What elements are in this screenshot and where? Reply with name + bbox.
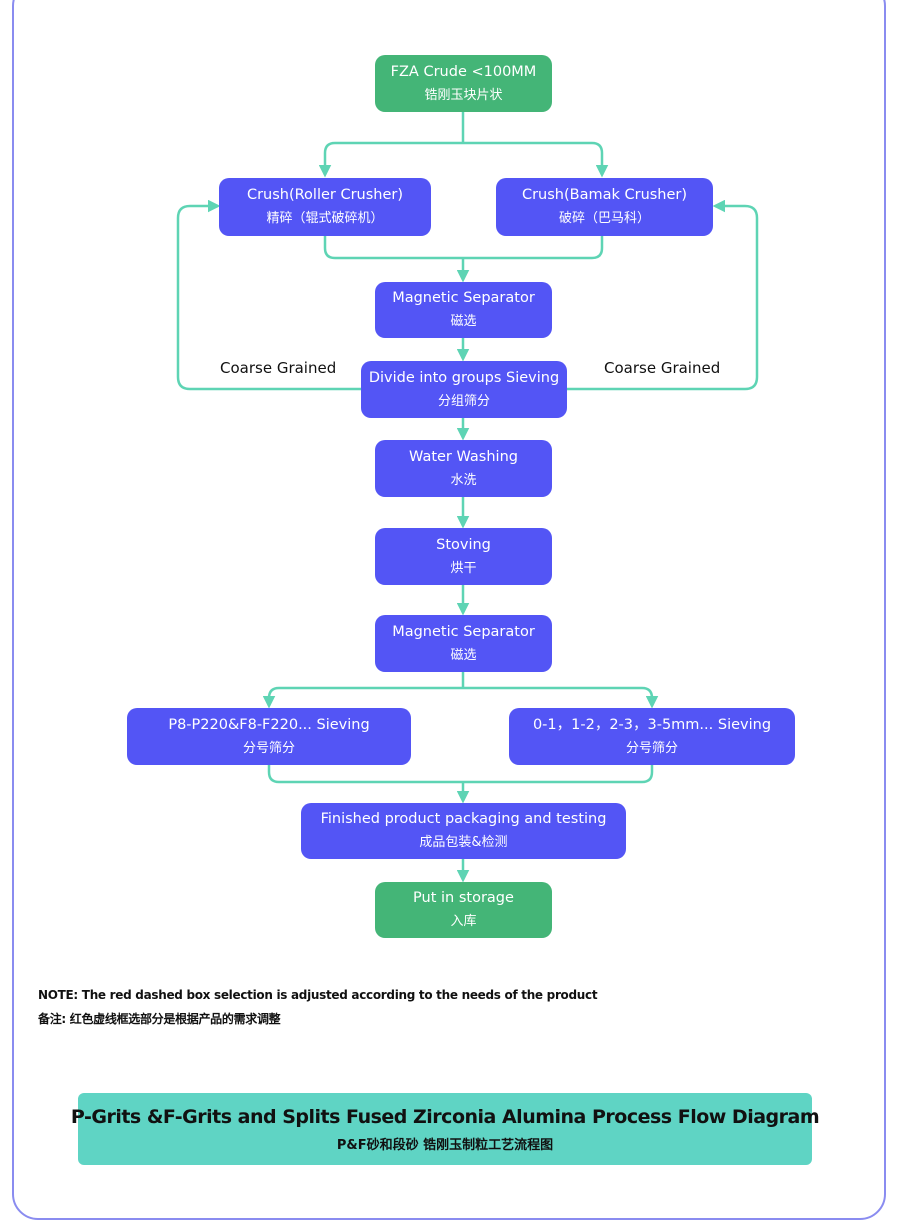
node-zh-label: 磁选 <box>450 314 477 329</box>
node-zh-label: 锆刚玉块片状 <box>424 87 503 103</box>
connector-sieve-p-down <box>267 765 463 784</box>
node-zh-label: 烘干 <box>450 560 477 576</box>
node-en-label: Divide into groups Sieving <box>368 369 560 386</box>
node-en-label: P8-P220&F8-F220... Sieving <box>168 716 370 733</box>
node-put-in-storage: Put in storage 入库 <box>375 882 552 938</box>
node-sieving-mm: 0-1，1-2，2-3，3-5mm... Sieving 分号筛分 <box>509 708 795 765</box>
node-crush-roller: Crush(Roller Crusher) 精碎（辊式破碎机） <box>219 178 431 236</box>
node-finished-packaging: Finished product packaging and testing 成… <box>301 803 626 859</box>
node-en-label: Finished product packaging and testing <box>320 811 607 827</box>
node-water-washing: Water Washing 水洗 <box>375 440 552 497</box>
connector-to-roller <box>318 141 463 178</box>
node-en-label: 0-1，1-2，2-3，3-5mm... Sieving <box>532 716 772 733</box>
coarse-grained-label-left: Coarse Grained <box>220 359 337 377</box>
coarse-grained-label-right: Coarse Grained <box>604 359 721 377</box>
connector-to-sieve-mm <box>463 686 659 709</box>
node-en-label: Magnetic Separator <box>392 623 535 640</box>
node-en-label: Stoving <box>436 536 491 553</box>
node-en-label: Water Washing <box>409 448 518 465</box>
node-en-label: Crush(Roller Crusher) <box>246 187 404 203</box>
connector-bamak-down <box>463 236 604 260</box>
node-zh-label: 精碎（辊式破碎机） <box>266 211 384 226</box>
connector-coarse-right <box>567 199 759 391</box>
node-stoving: Stoving 烘干 <box>375 528 552 585</box>
diagram-subtitle: P&F砂和段砂 锆刚玉制粒工艺流程图 <box>336 1137 554 1153</box>
diagram-title: P-Grits &F-Grits and Splits Fused Zircon… <box>70 1105 820 1128</box>
node-en-label: Magnetic Separator <box>392 290 535 306</box>
node-en-label: Crush(Bamak Crusher) <box>521 187 688 203</box>
title-banner: P-Grits &F-Grits and Splits Fused Zircon… <box>71 1093 820 1165</box>
note-english: NOTE: The red dashed box selection is ad… <box>38 988 598 1002</box>
node-zh-label: 入库 <box>450 914 477 929</box>
note-chinese: 备注: 红色虚线框选部分是根据产品的需求调整 <box>38 1012 281 1026</box>
node-zh-label: 分号筛分 <box>242 740 295 756</box>
node-en-label: Put in storage <box>413 890 514 906</box>
node-zh-label: 磁选 <box>450 647 477 663</box>
connector-sieve-mm-down <box>463 765 654 784</box>
node-zh-label: 破碎（巴马科） <box>558 211 650 226</box>
node-fza-crude: FZA Crude <100MM 锆刚玉块片状 <box>375 55 552 112</box>
node-magnetic-separator-2: Magnetic Separator 磁选 <box>375 615 552 672</box>
node-zh-label: 成品包装&检测 <box>419 835 508 850</box>
connector-roller-down <box>323 236 463 260</box>
connector-to-bamak <box>463 141 609 178</box>
node-crush-bamak: Crush(Bamak Crusher) 破碎（巴马科） <box>496 178 713 236</box>
connector-to-sieve-p <box>262 686 463 709</box>
connector-coarse-left <box>176 199 361 391</box>
flow-connectors <box>176 112 759 883</box>
node-divide-sieving: Divide into groups Sieving 分组筛分 <box>361 361 567 418</box>
node-magnetic-separator-1: Magnetic Separator 磁选 <box>375 282 552 338</box>
node-zh-label: 分号筛分 <box>625 740 678 756</box>
node-en-label: FZA Crude <100MM <box>390 63 537 80</box>
node-zh-label: 分组筛分 <box>437 393 490 409</box>
node-zh-label: 水洗 <box>450 472 477 488</box>
node-sieving-p-f: P8-P220&F8-F220... Sieving 分号筛分 <box>127 708 411 765</box>
